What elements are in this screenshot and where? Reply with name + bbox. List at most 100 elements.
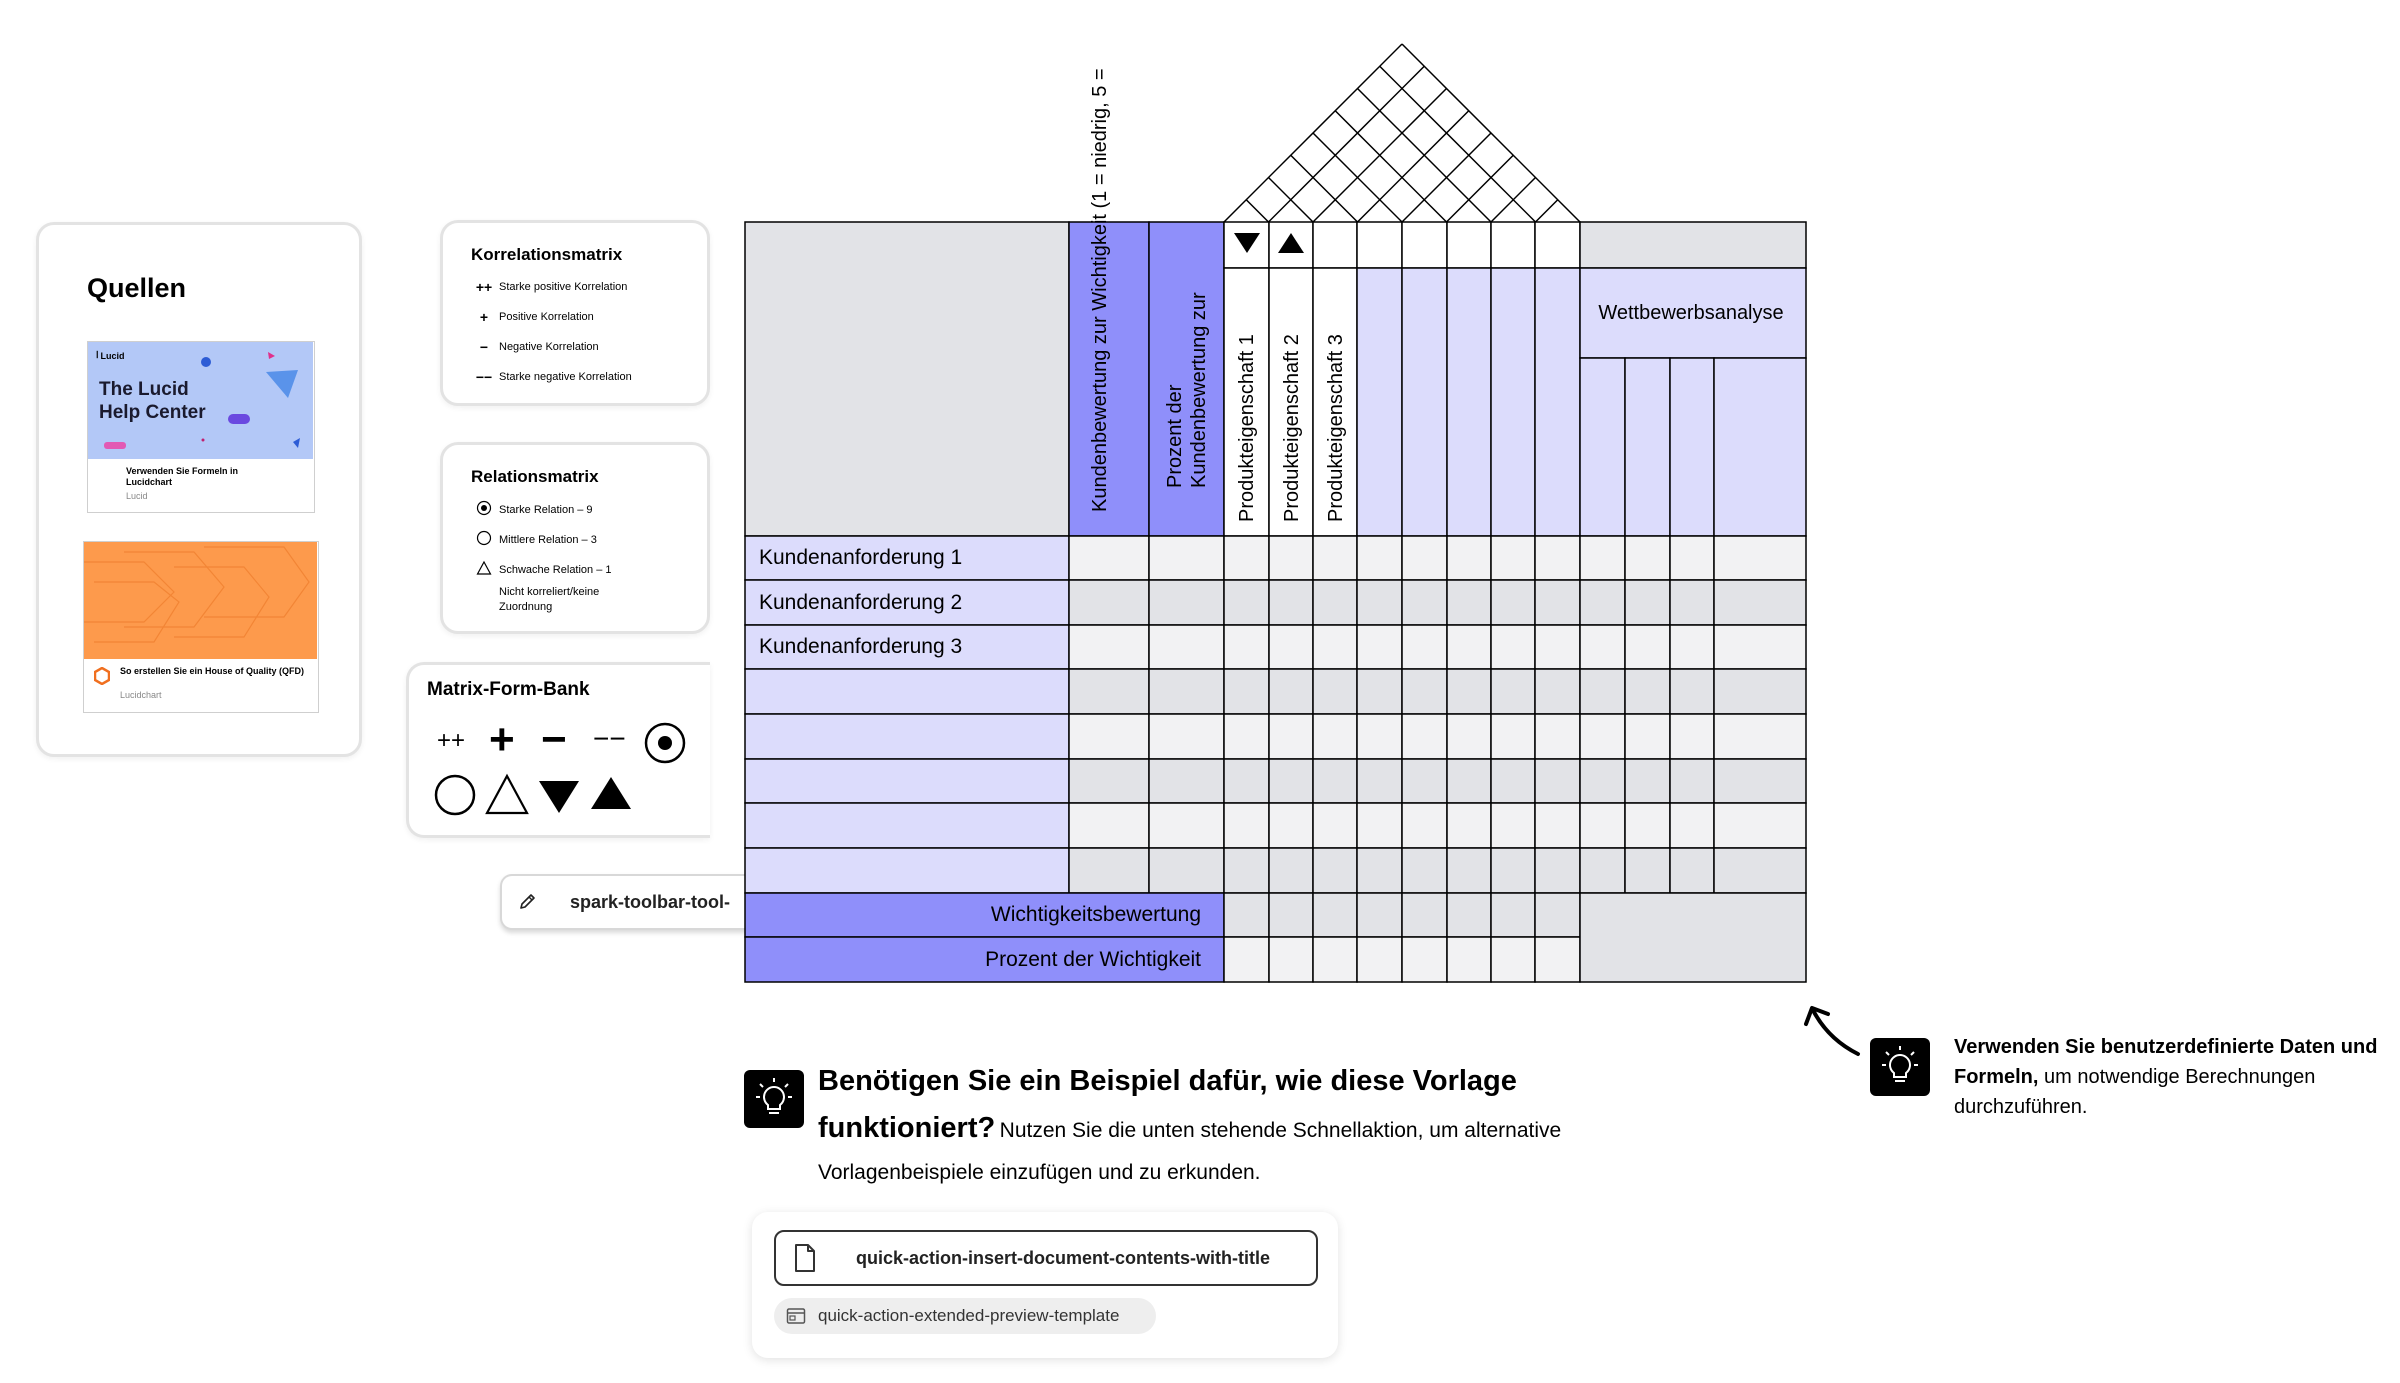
relation-cell[interactable] xyxy=(1224,625,1269,669)
relation-cell[interactable] xyxy=(1402,536,1447,580)
competition-sub-header-cell[interactable] xyxy=(1670,358,1714,536)
competition-cell[interactable] xyxy=(1670,848,1714,893)
relation-cell[interactable] xyxy=(1447,625,1491,669)
property-header-cell[interactable] xyxy=(1535,268,1580,536)
property-header-cell[interactable] xyxy=(1447,268,1491,536)
competition-sub-header-cell[interactable] xyxy=(1714,358,1806,536)
requirement-label-1[interactable]: Kundenanforderung 1 xyxy=(745,536,1069,580)
competition-cell[interactable] xyxy=(1580,625,1625,669)
competition-sub-header-cell[interactable] xyxy=(1625,358,1670,536)
quick-action-insert-button[interactable]: quick-action-insert-document-contents-wi… xyxy=(774,1230,1318,1286)
relation-cell[interactable] xyxy=(1357,625,1402,669)
competition-cell[interactable] xyxy=(1580,714,1625,759)
relation-cell[interactable] xyxy=(1224,580,1269,625)
relation-cell[interactable] xyxy=(1069,669,1149,714)
property-header-cell[interactable] xyxy=(1491,268,1535,536)
competition-cell[interactable] xyxy=(1670,759,1714,803)
relation-cell[interactable] xyxy=(1069,848,1149,893)
requirement-label-3[interactable]: Kundenanforderung 3 xyxy=(745,625,1069,669)
requirement-cell[interactable] xyxy=(745,669,1069,714)
relation-cell[interactable] xyxy=(1269,714,1313,759)
property-header-cell[interactable] xyxy=(1357,268,1402,536)
requirement-cell[interactable] xyxy=(745,848,1069,893)
direction-cell[interactable] xyxy=(1402,222,1447,268)
relation-cell[interactable] xyxy=(1269,580,1313,625)
property-header-cell[interactable] xyxy=(1402,268,1447,536)
relation-cell[interactable] xyxy=(1535,759,1580,803)
relation-cell[interactable] xyxy=(1357,580,1402,625)
relation-cell[interactable] xyxy=(1491,848,1535,893)
relation-cell[interactable] xyxy=(1402,759,1447,803)
footer-value-cell[interactable] xyxy=(1224,937,1269,982)
footer-value-cell[interactable] xyxy=(1357,893,1402,937)
relation-cell[interactable] xyxy=(1269,625,1313,669)
relation-cell[interactable] xyxy=(1535,580,1580,625)
competition-cell[interactable] xyxy=(1625,848,1670,893)
relation-cell[interactable] xyxy=(1535,625,1580,669)
competition-cell[interactable] xyxy=(1670,625,1714,669)
relation-cell[interactable] xyxy=(1069,759,1149,803)
relation-cell[interactable] xyxy=(1313,714,1357,759)
relation-cell[interactable] xyxy=(1357,848,1402,893)
relation-cell[interactable] xyxy=(1535,848,1580,893)
footer-value-cell[interactable] xyxy=(1313,893,1357,937)
footer-value-cell[interactable] xyxy=(1402,937,1447,982)
relation-cell[interactable] xyxy=(1357,759,1402,803)
relation-cell[interactable] xyxy=(1224,759,1269,803)
relation-cell[interactable] xyxy=(1069,580,1149,625)
relation-cell[interactable] xyxy=(1357,536,1402,580)
relation-cell[interactable] xyxy=(1149,625,1224,669)
relation-cell[interactable] xyxy=(1402,803,1447,848)
relation-cell[interactable] xyxy=(1491,580,1535,625)
relation-cell[interactable] xyxy=(1313,848,1357,893)
footer-value-cell[interactable] xyxy=(1269,937,1313,982)
relation-cell[interactable] xyxy=(1149,669,1224,714)
competition-top-cell[interactable] xyxy=(1580,222,1806,268)
requirement-cell[interactable] xyxy=(745,803,1069,848)
footer-value-cell[interactable] xyxy=(1535,893,1580,937)
relation-cell[interactable] xyxy=(1269,669,1313,714)
direction-cell[interactable] xyxy=(1535,222,1580,268)
competition-cell[interactable] xyxy=(1670,669,1714,714)
competition-cell[interactable] xyxy=(1625,580,1670,625)
competition-cell[interactable] xyxy=(1714,580,1806,625)
relation-cell[interactable] xyxy=(1491,669,1535,714)
relation-cell[interactable] xyxy=(1535,803,1580,848)
competition-cell[interactable] xyxy=(1625,759,1670,803)
relation-cell[interactable] xyxy=(1269,803,1313,848)
relation-cell[interactable] xyxy=(1491,714,1535,759)
relation-cell[interactable] xyxy=(1269,848,1313,893)
relation-cell[interactable] xyxy=(1069,536,1149,580)
requirement-cell[interactable] xyxy=(745,714,1069,759)
relation-cell[interactable] xyxy=(1149,848,1224,893)
relation-cell[interactable] xyxy=(1313,580,1357,625)
competition-cell[interactable] xyxy=(1580,848,1625,893)
footer-value-cell[interactable] xyxy=(1269,893,1313,937)
competition-cell[interactable] xyxy=(1580,759,1625,803)
competition-cell[interactable] xyxy=(1714,803,1806,848)
relation-cell[interactable] xyxy=(1149,714,1224,759)
quick-action-preview-chip[interactable]: quick-action-extended-preview-template xyxy=(774,1298,1156,1334)
relation-cell[interactable] xyxy=(1447,848,1491,893)
relation-cell[interactable] xyxy=(1402,848,1447,893)
requirement-label-2[interactable]: Kundenanforderung 2 xyxy=(745,580,1069,625)
competition-cell[interactable] xyxy=(1580,536,1625,580)
relation-cell[interactable] xyxy=(1224,536,1269,580)
relation-cell[interactable] xyxy=(1224,714,1269,759)
competition-cell[interactable] xyxy=(1714,625,1806,669)
competition-cell[interactable] xyxy=(1625,625,1670,669)
relation-cell[interactable] xyxy=(1149,536,1224,580)
footer-value-cell[interactable] xyxy=(1535,937,1580,982)
direction-cell[interactable] xyxy=(1313,222,1357,268)
competition-cell[interactable] xyxy=(1670,803,1714,848)
competition-cell[interactable] xyxy=(1580,803,1625,848)
relation-cell[interactable] xyxy=(1313,536,1357,580)
competition-cell[interactable] xyxy=(1670,580,1714,625)
competition-cell[interactable] xyxy=(1625,669,1670,714)
relation-cell[interactable] xyxy=(1313,625,1357,669)
relation-cell[interactable] xyxy=(1535,714,1580,759)
relation-cell[interactable] xyxy=(1447,669,1491,714)
competition-cell[interactable] xyxy=(1625,714,1670,759)
relation-cell[interactable] xyxy=(1069,803,1149,848)
footer-value-cell[interactable] xyxy=(1313,937,1357,982)
